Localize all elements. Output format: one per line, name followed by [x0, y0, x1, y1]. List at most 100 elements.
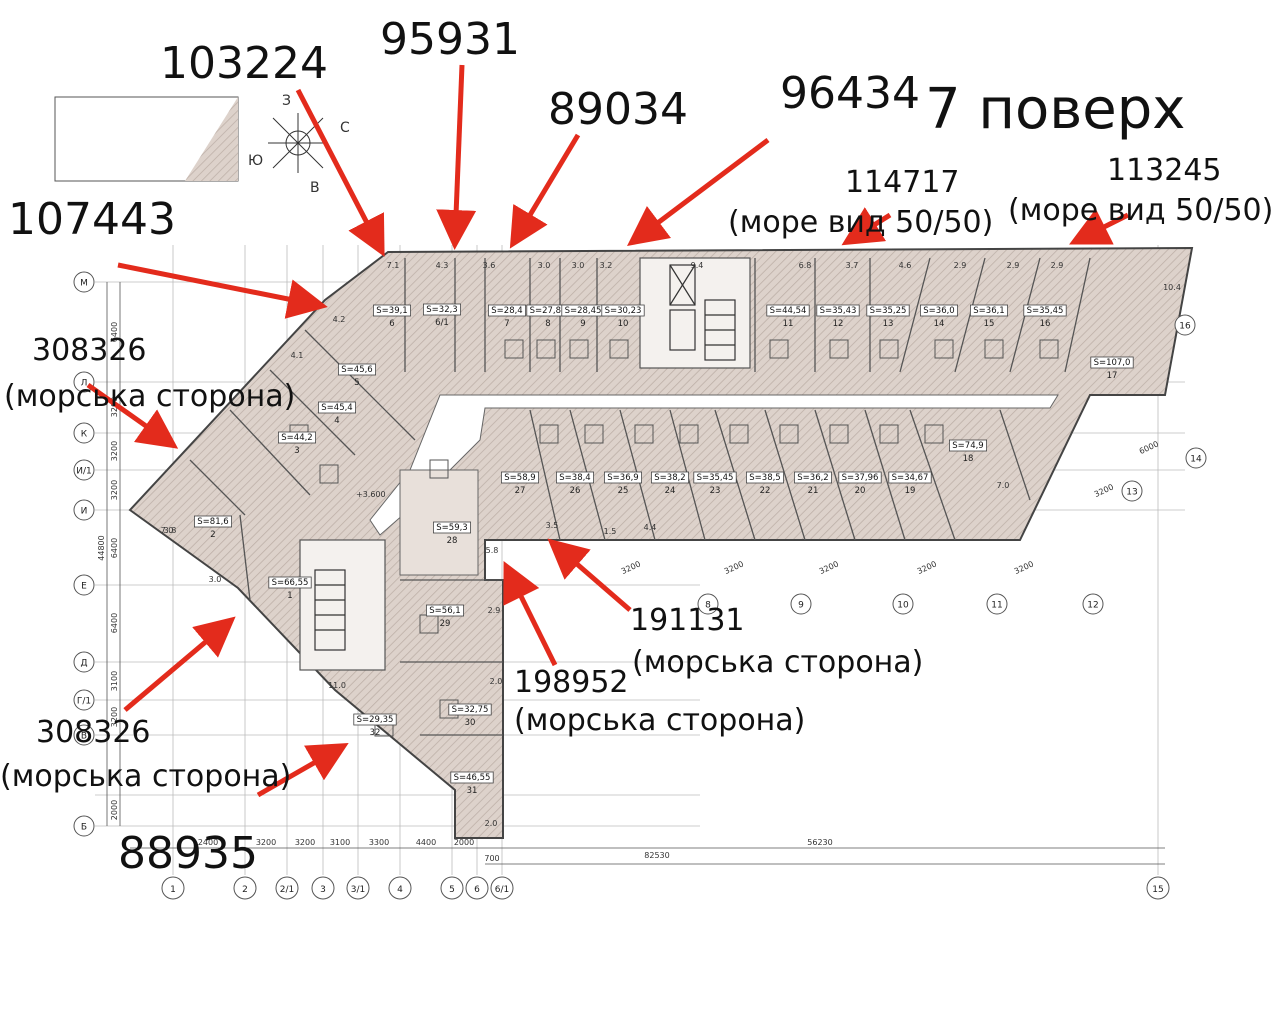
apartment-unit: S=56,129: [425, 604, 464, 629]
unit-number-label: 24: [665, 486, 676, 496]
row-axis-marker: Д: [73, 651, 95, 673]
unit-area-label: S=36,0: [923, 306, 954, 316]
column-axis-marker: 6/1: [490, 876, 514, 900]
unit-area-box: [556, 471, 595, 484]
unit-area-label: S=28,4: [491, 306, 522, 316]
bottom-dimension: 56230: [807, 838, 832, 847]
unit-number-label: 28: [447, 536, 458, 546]
axis-bubble: [73, 422, 95, 444]
unit-area-label: S=107,0: [1094, 358, 1131, 368]
top-dimension: 2.9: [1051, 261, 1064, 270]
diagonal-axis-marker: 13: [1121, 480, 1143, 502]
note-114717: (море вид 50/50): [728, 205, 994, 240]
left-dimension: 6400: [110, 613, 119, 633]
room-dimension: 2.0: [485, 819, 498, 828]
unit-area-box: [193, 515, 232, 528]
unit-area-box: [693, 471, 737, 484]
unit-area-box: [372, 304, 411, 317]
room-dimension: 1.5: [604, 527, 617, 536]
top-dimension: 3.0: [538, 261, 551, 270]
note-113245: (море вид 50/50): [1008, 193, 1274, 228]
arrow-308326-bottom: [123, 616, 236, 712]
floor-title: 7 поверх: [925, 77, 1186, 142]
price-96434: 96434: [780, 68, 920, 119]
diagonal-axis-marker: 12: [1082, 593, 1104, 615]
axis-bubble: [1082, 593, 1104, 615]
left-dimension: 6400: [110, 538, 119, 558]
compass-west-label: З: [282, 93, 291, 109]
axis-label: 11: [991, 601, 1002, 611]
unit-area-box: [866, 304, 910, 317]
bottom-dimension: 82530: [644, 851, 669, 860]
unit-number-label: 30: [465, 718, 476, 728]
unit-number-label: 5: [354, 378, 359, 388]
axis-label: 6/1: [495, 885, 509, 895]
unit-number-label: 29: [440, 619, 451, 629]
top-dimension: 7.1: [387, 261, 400, 270]
unit-area-box: [888, 471, 932, 484]
apartment-labels: S=66,551S=81,62S=44,23S=45,44S=45,65S=39…: [193, 303, 1134, 796]
unit-area-box: [487, 304, 526, 317]
axis-bubble: [73, 574, 95, 596]
left-dimension: 3100: [110, 671, 119, 691]
axis-label: 4: [397, 885, 403, 895]
unit-area-box: [604, 471, 643, 484]
unit-number-label: 11: [783, 319, 794, 329]
unit-number-label: 13: [883, 319, 894, 329]
unit-number-label: 22: [760, 486, 771, 496]
axis-bubble: [73, 815, 95, 837]
room-dimension: 3.0: [209, 575, 222, 584]
axis-bubble: [388, 876, 412, 900]
unit-area-label: S=81,6: [197, 517, 228, 527]
top-dimension: 4.3: [436, 261, 449, 270]
unit-number-label: 31: [467, 786, 478, 796]
row-axis-marker: М: [73, 271, 95, 293]
unit-area-box: [448, 703, 492, 716]
axis-bubble: [73, 651, 95, 673]
unit-number-label: 14: [934, 319, 945, 329]
room-dimension: 7.0: [161, 526, 174, 535]
arrow-113245: [1069, 208, 1130, 245]
apartment-unit: S=36,0 14: [920, 304, 959, 329]
row-axis-marker: К: [73, 422, 95, 444]
axis-label: Л: [81, 379, 88, 389]
diagonal-axis-marker: 10: [892, 593, 914, 615]
diagonal-dimension: 6000: [1138, 439, 1160, 456]
price-89034: 89034: [548, 84, 688, 135]
unit-area-box: [1023, 304, 1067, 317]
apartment-unit: S=28,47: [487, 304, 526, 329]
bottom-dimension: 3100: [330, 838, 350, 847]
unit-area-label: S=30,23: [605, 306, 642, 316]
apartment-unit: S=58,927: [500, 471, 539, 496]
unit-area-box: [746, 471, 785, 484]
unit-area-box: [425, 604, 464, 617]
price-308326-top: 308326: [32, 333, 147, 368]
room-dimension: 4.1: [291, 351, 304, 360]
unit-area-label: S=66,55: [272, 578, 309, 588]
axis-bubble: [986, 593, 1008, 615]
price-114717: 114717: [845, 165, 960, 200]
room-dimension: 10.4: [1163, 283, 1181, 292]
unit-area-label: S=27,86: [530, 306, 567, 316]
unit-area-box: [422, 303, 461, 316]
room-dimension: 5.8: [486, 546, 499, 555]
axis-label: 16: [1179, 322, 1191, 332]
apartment-unit: S=36,221: [794, 471, 833, 496]
room-dimension: 4.2: [333, 315, 346, 324]
axis-label: И: [81, 507, 88, 517]
top-dimension: 9.4: [691, 261, 704, 270]
apartment-unit: S=66,551: [268, 576, 312, 601]
left-dimension: 44800: [97, 535, 106, 560]
price-308326-bottom: 308326: [36, 715, 151, 750]
unit-area-box: [353, 713, 397, 726]
unit-area-label: S=32,75: [452, 705, 489, 715]
room-dimension: 4.4: [644, 523, 657, 532]
axis-label: 6: [474, 885, 480, 895]
apartment-unit: S=32,75 30: [448, 703, 492, 728]
diagonal-axis-marker: 11: [986, 593, 1008, 615]
diagonal-axis-marker: 14: [1185, 447, 1207, 469]
unit-area-box: [432, 521, 471, 534]
room-dimension: 2.9: [488, 606, 501, 615]
